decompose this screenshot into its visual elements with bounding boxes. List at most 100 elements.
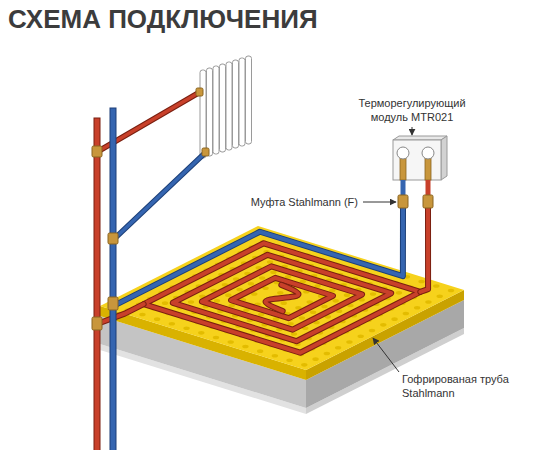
mat-stud	[270, 270, 276, 274]
mat-stud	[169, 322, 175, 326]
mat-stud	[248, 282, 254, 286]
leader-line	[363, 202, 396, 203]
label-box: Терморегулирующий модуль MTR021	[352, 96, 472, 124]
mat-stud	[236, 288, 242, 292]
risers	[94, 108, 116, 450]
mat-stud	[299, 316, 305, 320]
mat-stud	[310, 310, 316, 314]
radiator-section	[200, 70, 206, 158]
mat-stud	[403, 312, 409, 316]
valve	[196, 88, 203, 96]
corrugated-pipe	[231, 278, 333, 318]
radiator-section	[226, 62, 232, 150]
title-box: СХЕМА ПОДКЛЮЧЕНИЯ	[8, 4, 318, 34]
radiator-section	[233, 60, 239, 148]
corrugated-pipe	[97, 304, 144, 324]
mat-stud	[335, 346, 341, 350]
mat-stud	[391, 317, 397, 321]
mat-stud	[214, 299, 220, 303]
pipe-outline	[113, 152, 206, 240]
mat-stud	[448, 289, 454, 293]
mat-stud	[433, 284, 439, 288]
mat-stud	[154, 317, 160, 321]
floor-pipes	[97, 208, 454, 367]
mat-stud	[380, 323, 386, 327]
callout-label: Терморегулирующий модуль MTR021	[352, 96, 472, 124]
mat-stud	[277, 291, 283, 295]
pipe-outline	[231, 278, 333, 318]
mat-stud	[198, 331, 204, 335]
label-box: Гофрированая труба Stahlmann	[402, 372, 522, 400]
callout-label: Гофрированая труба Stahlmann	[402, 372, 522, 400]
mat-stud	[333, 299, 339, 303]
mat-stud	[225, 293, 231, 297]
supply-riser	[94, 118, 100, 450]
mat-stud	[162, 301, 168, 305]
return-pipe	[113, 152, 206, 240]
mat-stud	[418, 280, 424, 284]
thermo-module	[393, 136, 447, 208]
mat-stud	[346, 340, 352, 344]
pipe-outline	[265, 285, 298, 311]
corrugated-pipe	[265, 285, 298, 311]
mat-stud	[324, 352, 330, 356]
radiator	[200, 56, 252, 158]
radiator-section	[239, 58, 245, 146]
pipe-outline	[173, 255, 391, 341]
title: СХЕМА ПОДКЛЮЧЕНИЯ	[8, 4, 318, 34]
valve	[92, 317, 102, 330]
corrugated-pipe	[144, 243, 421, 352]
radiator-section	[213, 66, 219, 154]
coupling	[423, 195, 433, 208]
mat-stud	[396, 291, 402, 295]
pipe-outline	[202, 266, 362, 329]
mat-stud	[344, 293, 350, 297]
mat-stud	[183, 326, 189, 330]
radiator-section	[220, 64, 226, 152]
valve	[92, 146, 102, 157]
mat-stud	[188, 300, 194, 304]
mat-stud	[291, 332, 297, 336]
corrugated-pipe	[202, 266, 362, 329]
corrugated-pipe	[173, 255, 391, 341]
insulation-mat	[100, 226, 464, 370]
mat-stud	[301, 363, 307, 367]
mat-stud	[312, 357, 318, 361]
coupling	[398, 195, 408, 208]
mat-stud	[281, 301, 287, 305]
return-riser	[110, 108, 116, 450]
thermo-knob	[397, 147, 409, 159]
mat-stud	[213, 336, 219, 340]
radiator-section	[207, 68, 213, 156]
pipe-outline	[144, 243, 421, 352]
module-valve	[425, 158, 431, 180]
pipe-outline	[97, 304, 144, 324]
mat-stud	[139, 313, 145, 317]
mat-stud	[369, 329, 375, 333]
mat-stud	[414, 306, 420, 310]
module-side	[441, 136, 447, 180]
leader-line	[412, 127, 413, 135]
valve	[202, 148, 209, 156]
mat-stud	[286, 358, 292, 362]
valve	[108, 297, 118, 310]
return-pipe	[401, 180, 406, 196]
mat-stud	[257, 349, 263, 353]
mat-stud	[228, 340, 234, 344]
valve	[108, 233, 118, 244]
thermo-knob	[422, 147, 434, 159]
mat-stud	[272, 354, 278, 358]
leader-line	[373, 338, 399, 372]
mat-stud	[259, 276, 265, 280]
pipe-outline	[420, 208, 428, 292]
mat-stud	[242, 345, 248, 349]
module-box	[393, 140, 441, 180]
label-box: Муфта Stahlmann (F)	[240, 195, 358, 209]
mat-stud	[425, 300, 431, 304]
floor-slab	[100, 226, 464, 414]
mat-stud	[437, 294, 443, 298]
mat-stud	[321, 305, 327, 309]
callout-label: Муфта Stahlmann (F)	[240, 195, 358, 209]
